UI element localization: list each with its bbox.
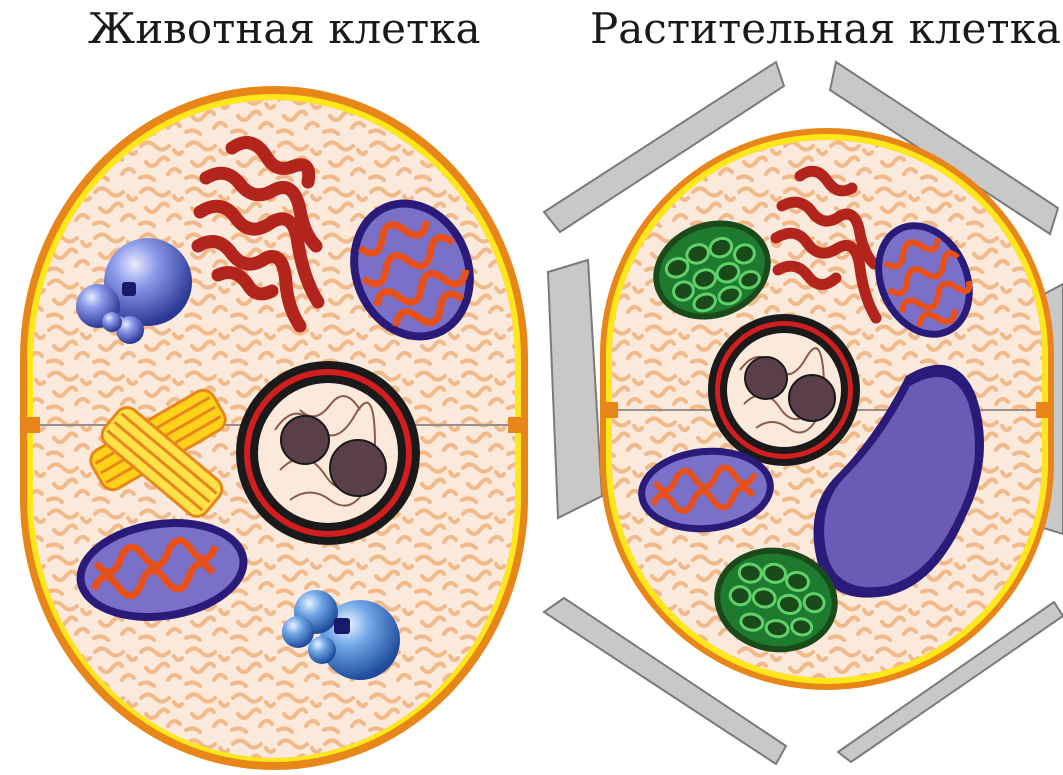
nucleus (708, 314, 860, 466)
animal-cell (20, 86, 528, 770)
plant-cell (544, 62, 1063, 764)
nucleus (236, 361, 420, 545)
